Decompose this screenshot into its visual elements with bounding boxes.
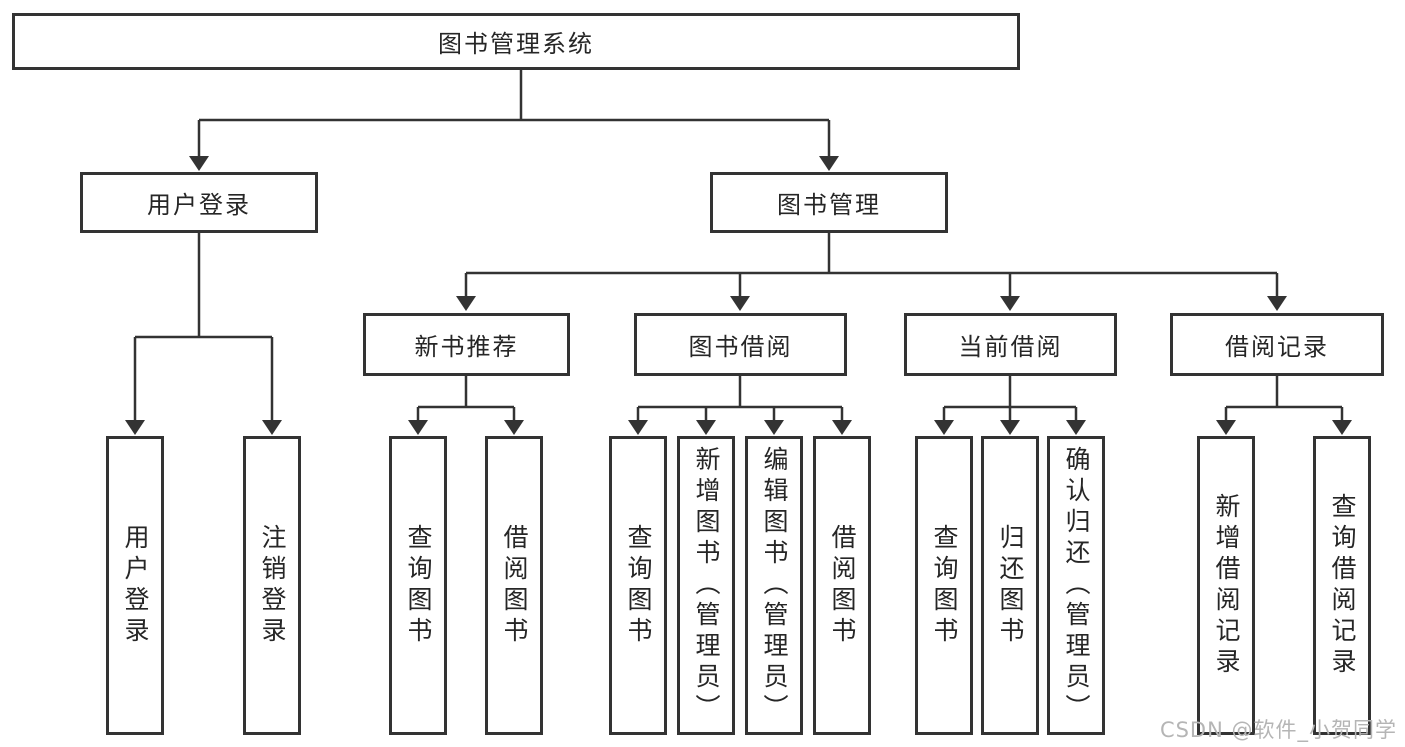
node-group-borrow-records: 借阅记录: [1170, 313, 1384, 376]
node-leaf-bb-add-books-admin: 新增图书（管理员）: [677, 436, 735, 735]
connector-root-to-level2: [189, 70, 839, 172]
node-leaf-br-query-record: 查询借阅记录: [1313, 436, 1371, 735]
connector-user-login-branch: [125, 233, 282, 436]
connector-current-borrow-children: [934, 376, 1086, 436]
node-leaf-br-add-record: 新增借阅记录: [1197, 436, 1255, 735]
node-branch-user-login: 用户登录: [80, 172, 318, 233]
connector-book-borrow-children: [628, 376, 852, 436]
node-leaf-cb-confirm-return-admin: 确认归还（管理员）: [1047, 436, 1105, 735]
node-leaf-user-login: 用户登录: [106, 436, 164, 735]
node-leaf-nbr-borrow-books: 借阅图书: [485, 436, 543, 735]
csdn-watermark: CSDN @软件_小贺同学: [1159, 718, 1397, 742]
node-root-system: 图书管理系统: [12, 13, 1020, 70]
node-group-current-borrow: 当前借阅: [904, 313, 1117, 376]
connector-new-book-rec-children: [408, 376, 524, 436]
node-group-book-borrow: 图书借阅: [634, 313, 847, 376]
node-leaf-logout: 注销登录: [243, 436, 301, 735]
node-group-new-book-rec: 新书推荐: [363, 313, 570, 376]
node-leaf-cb-query-books: 查询图书: [915, 436, 973, 735]
node-leaf-bb-edit-books-admin: 编辑图书（管理员）: [745, 436, 803, 735]
node-leaf-cb-return-books: 归还图书: [981, 436, 1039, 735]
connector-borrow-records-children: [1216, 376, 1352, 436]
node-branch-book-mgmt: 图书管理: [710, 172, 948, 233]
node-leaf-bb-borrow-books: 借阅图书: [813, 436, 871, 735]
node-leaf-nbr-query-books: 查询图书: [389, 436, 447, 735]
node-leaf-bb-query-books: 查询图书: [609, 436, 667, 735]
connector-book-mgmt-branch: [456, 233, 1287, 312]
